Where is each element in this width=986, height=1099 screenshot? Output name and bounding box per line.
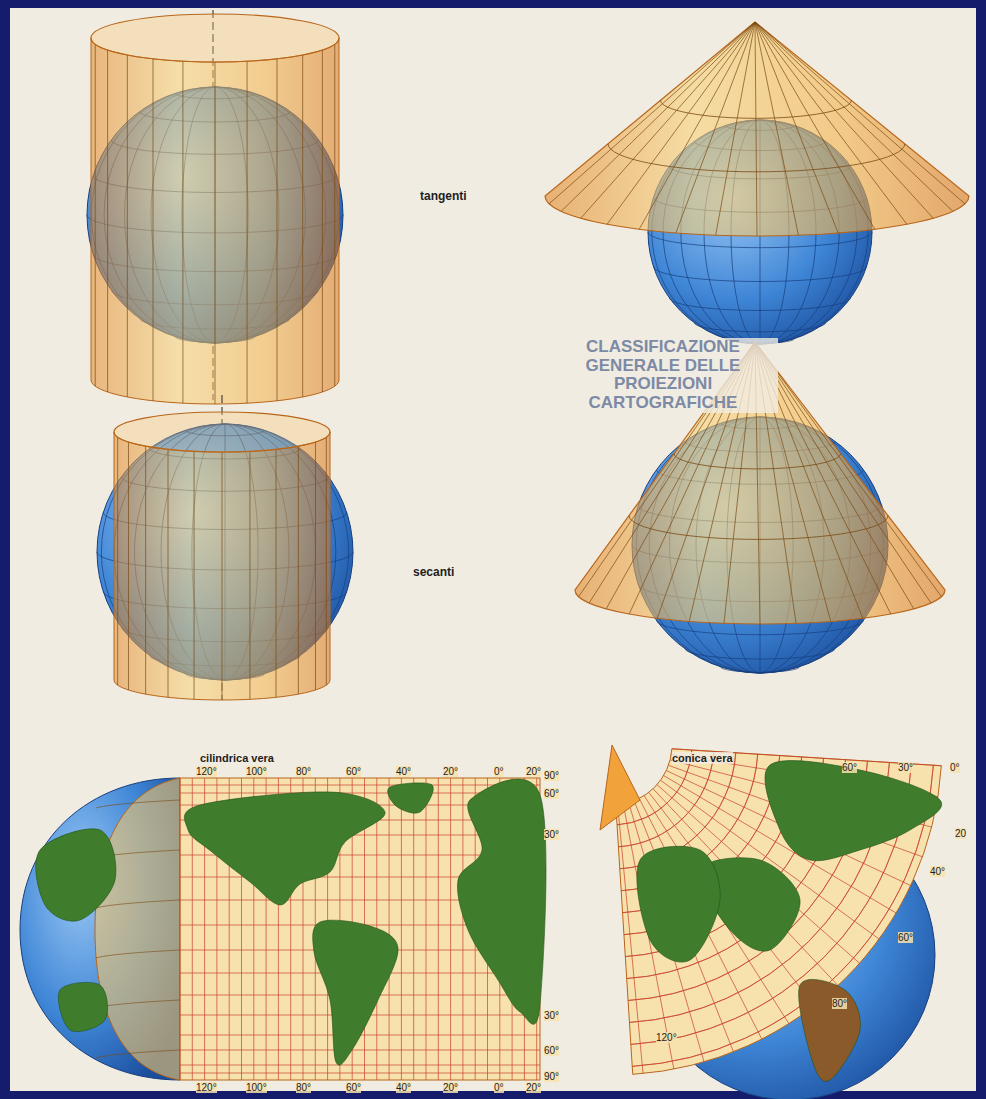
degree-label: 30° — [898, 762, 913, 773]
cylindrical-map — [20, 778, 540, 1080]
degree-label: 20° — [443, 1082, 458, 1093]
degree-label: 20 — [955, 828, 966, 839]
degree-label: 0° — [494, 766, 504, 777]
landmass — [637, 846, 720, 962]
degree-label: 60° — [346, 1082, 361, 1093]
landmass — [184, 792, 385, 905]
degree-label: 60° — [544, 1045, 559, 1056]
degree-label: 90° — [544, 1071, 559, 1082]
degree-label: 0° — [494, 1082, 504, 1093]
degree-label: 100° — [246, 1082, 267, 1093]
degree-label: 40° — [930, 866, 945, 877]
landmass — [765, 761, 942, 861]
degree-label: 80° — [832, 998, 847, 1009]
degree-label: 30° — [544, 1010, 559, 1021]
conical-map — [600, 745, 941, 1099]
landmass — [313, 920, 398, 1065]
degree-label: 60° — [898, 932, 913, 943]
figure-label: cilindrica vera — [200, 752, 274, 764]
landmass — [58, 982, 107, 1031]
degree-label: 0° — [950, 762, 960, 773]
faded-heading: CLASSIFICAZIONE GENERALE DELLE PROIEZION… — [548, 338, 778, 413]
degree-label: 120° — [196, 766, 217, 777]
degree-label: 20° — [526, 1082, 541, 1093]
cylinder — [91, 14, 339, 404]
degree-label: 80° — [296, 1082, 311, 1093]
figure-label: secanti — [413, 566, 454, 579]
degree-label: 60° — [346, 766, 361, 777]
cone — [545, 22, 969, 236]
degree-label: 120° — [656, 1032, 677, 1043]
degree-label: 40° — [396, 1082, 411, 1093]
degree-label: 20° — [443, 766, 458, 777]
figure-label: tangenti — [420, 190, 467, 203]
degree-label: 60° — [544, 788, 559, 799]
degree-label: 80° — [296, 766, 311, 777]
landmass — [388, 783, 434, 813]
landmass — [457, 779, 546, 1024]
degree-label: 120° — [196, 1082, 217, 1093]
degree-label: 40° — [396, 766, 411, 777]
landmass — [36, 829, 116, 921]
degree-label: 100° — [246, 766, 267, 777]
degree-label: 90° — [544, 770, 559, 781]
cylinder — [114, 412, 330, 700]
degree-label: 20° — [526, 766, 541, 777]
landmass — [799, 979, 861, 1081]
degree-label: 30° — [544, 829, 559, 840]
figure-label: conica vera — [672, 752, 733, 764]
degree-label: 60° — [842, 762, 857, 773]
